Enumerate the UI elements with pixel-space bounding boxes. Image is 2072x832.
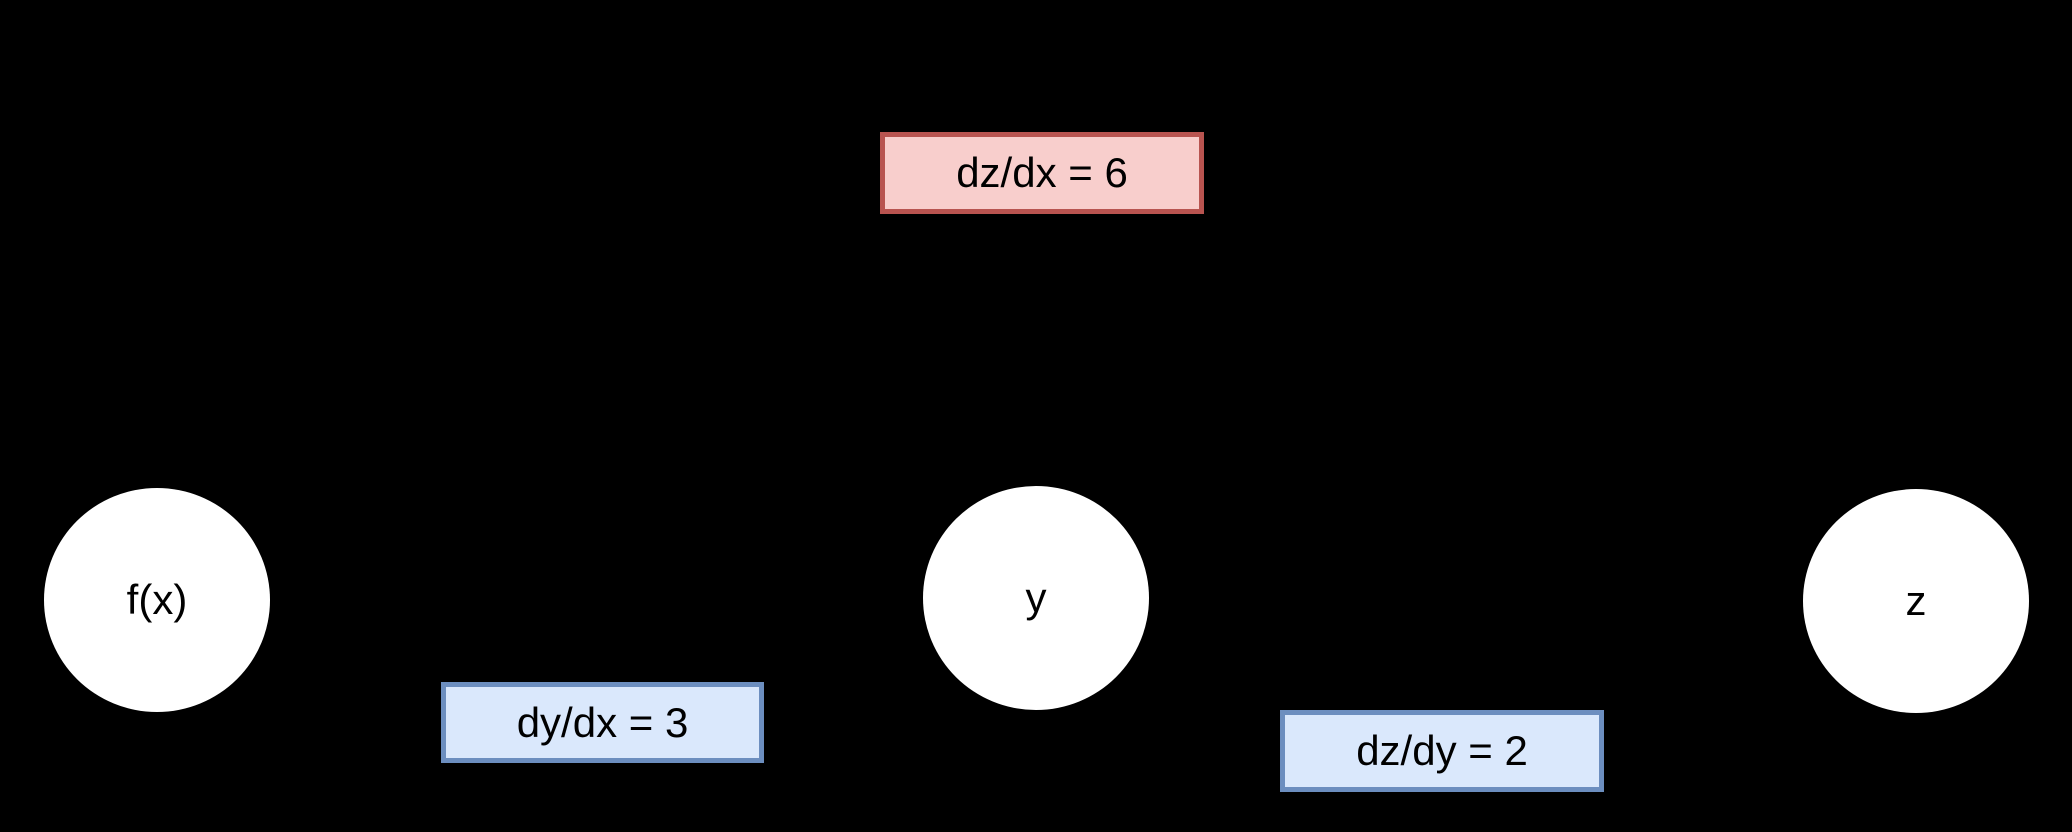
edge-label-dz-dx: dz/dx = 6	[880, 132, 1204, 214]
edge-label-dy-dx: dy/dx = 3	[441, 682, 764, 763]
node-z-label: z	[1905, 577, 1927, 624]
node-fx: f(x)	[44, 488, 270, 712]
edge-label-dz-dy: dz/dy = 2	[1280, 710, 1604, 792]
edge-label-dz-dy-text: dz/dy = 2	[1356, 727, 1528, 774]
node-z: z	[1803, 489, 2029, 713]
node-y: y	[923, 486, 1149, 710]
node-y-label: y	[1025, 574, 1047, 621]
edge-label-dz-dx-text: dz/dx = 6	[956, 149, 1128, 196]
node-fx-label: f(x)	[126, 576, 188, 623]
edge-label-dy-dx-text: dy/dx = 3	[516, 698, 689, 746]
